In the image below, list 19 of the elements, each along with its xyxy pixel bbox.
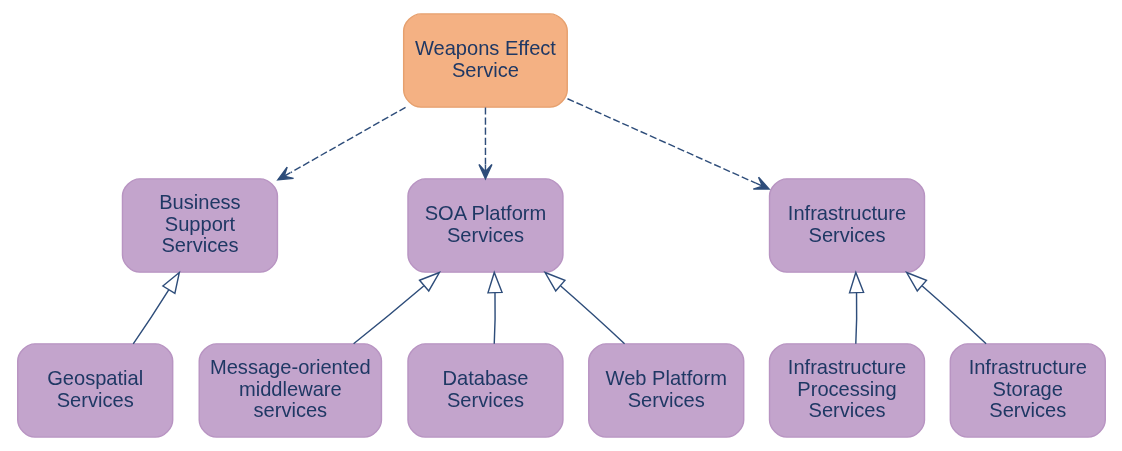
node-box: Infrastructure Services: [768, 178, 925, 273]
arrow: [276, 106, 406, 181]
node-box: Infrastructure Storage Services: [949, 343, 1106, 438]
arrow: [904, 271, 987, 345]
arrow: [566, 98, 770, 190]
arrow: [542, 271, 625, 345]
node-box: Web Platform Services: [587, 343, 744, 438]
node-box: Business Support Services: [121, 178, 278, 273]
node-box: Weapons Effect Service: [402, 13, 568, 108]
node-box: SOA Platform Services: [406, 178, 564, 273]
arrow: [352, 271, 441, 345]
node-box: Database Services: [406, 343, 564, 438]
node-box: Infrastructure Processing Services: [768, 343, 925, 438]
arrow: [486, 270, 503, 345]
arrow: [477, 106, 493, 180]
arrow: [848, 270, 865, 345]
node-box: Geospatial Services: [16, 343, 173, 438]
node-box: Message-oriented middleware services: [198, 343, 382, 438]
arrow: [132, 270, 180, 345]
